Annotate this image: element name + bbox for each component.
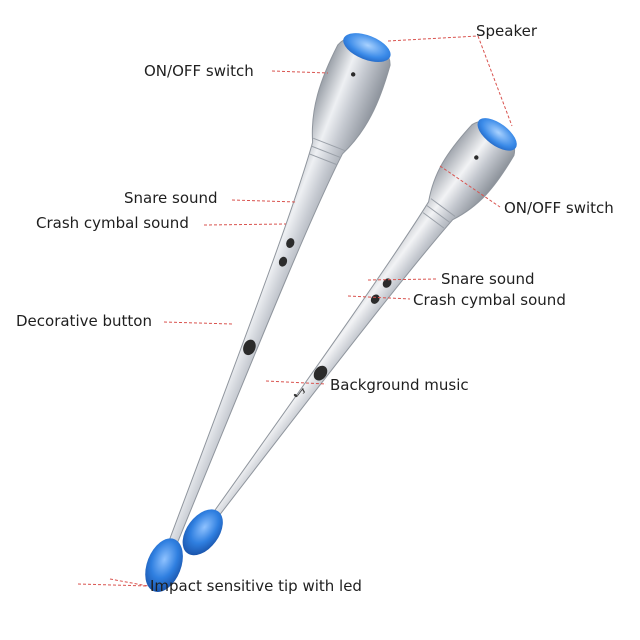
on-off-switch-label-left: ON/OFF switch <box>144 62 254 80</box>
leader-decorative <box>163 321 233 325</box>
leader-crash-right <box>347 295 411 300</box>
left-crash-button <box>278 256 288 267</box>
leader-crash-left <box>203 223 287 226</box>
on-off-switch-label-right: ON/OFF switch <box>504 199 614 217</box>
crash-cymbal-label-right: Crash cymbal sound <box>413 291 566 309</box>
right-led-tip <box>182 509 223 556</box>
decorative-button-label: Decorative button <box>16 312 152 330</box>
left-decorative-button <box>243 339 256 356</box>
speaker-label: Speaker <box>476 22 538 40</box>
leader-impact-tip-b <box>77 583 149 587</box>
impact-tip-label: Impact sensitive tip with led <box>150 577 362 595</box>
leader-background-music <box>265 380 327 385</box>
right-on-off-switch <box>474 155 479 160</box>
crash-cymbal-label-left: Crash cymbal sound <box>36 214 189 232</box>
left-snare-button <box>286 238 295 248</box>
left-led-tip <box>145 538 183 593</box>
left-on-off-switch <box>350 72 356 77</box>
leader-lines <box>77 35 513 587</box>
leader-snare-right <box>367 278 437 281</box>
left-drumstick <box>145 33 391 593</box>
leader-on-off-right <box>439 165 501 208</box>
snare-sound-label-right: Snare sound <box>441 270 535 288</box>
leader-speaker-right <box>477 35 513 127</box>
background-music-label: Background music <box>330 376 469 394</box>
snare-sound-label-left: Snare sound <box>124 189 218 207</box>
right-background-music-button <box>313 365 328 381</box>
right-drumstick: ♪ <box>182 118 517 556</box>
right-snare-button <box>382 278 392 288</box>
leader-speaker-left <box>387 35 479 42</box>
leader-impact-tip-a <box>109 578 149 587</box>
leader-snare-left <box>231 199 297 203</box>
leader-on-off-left <box>271 70 329 74</box>
